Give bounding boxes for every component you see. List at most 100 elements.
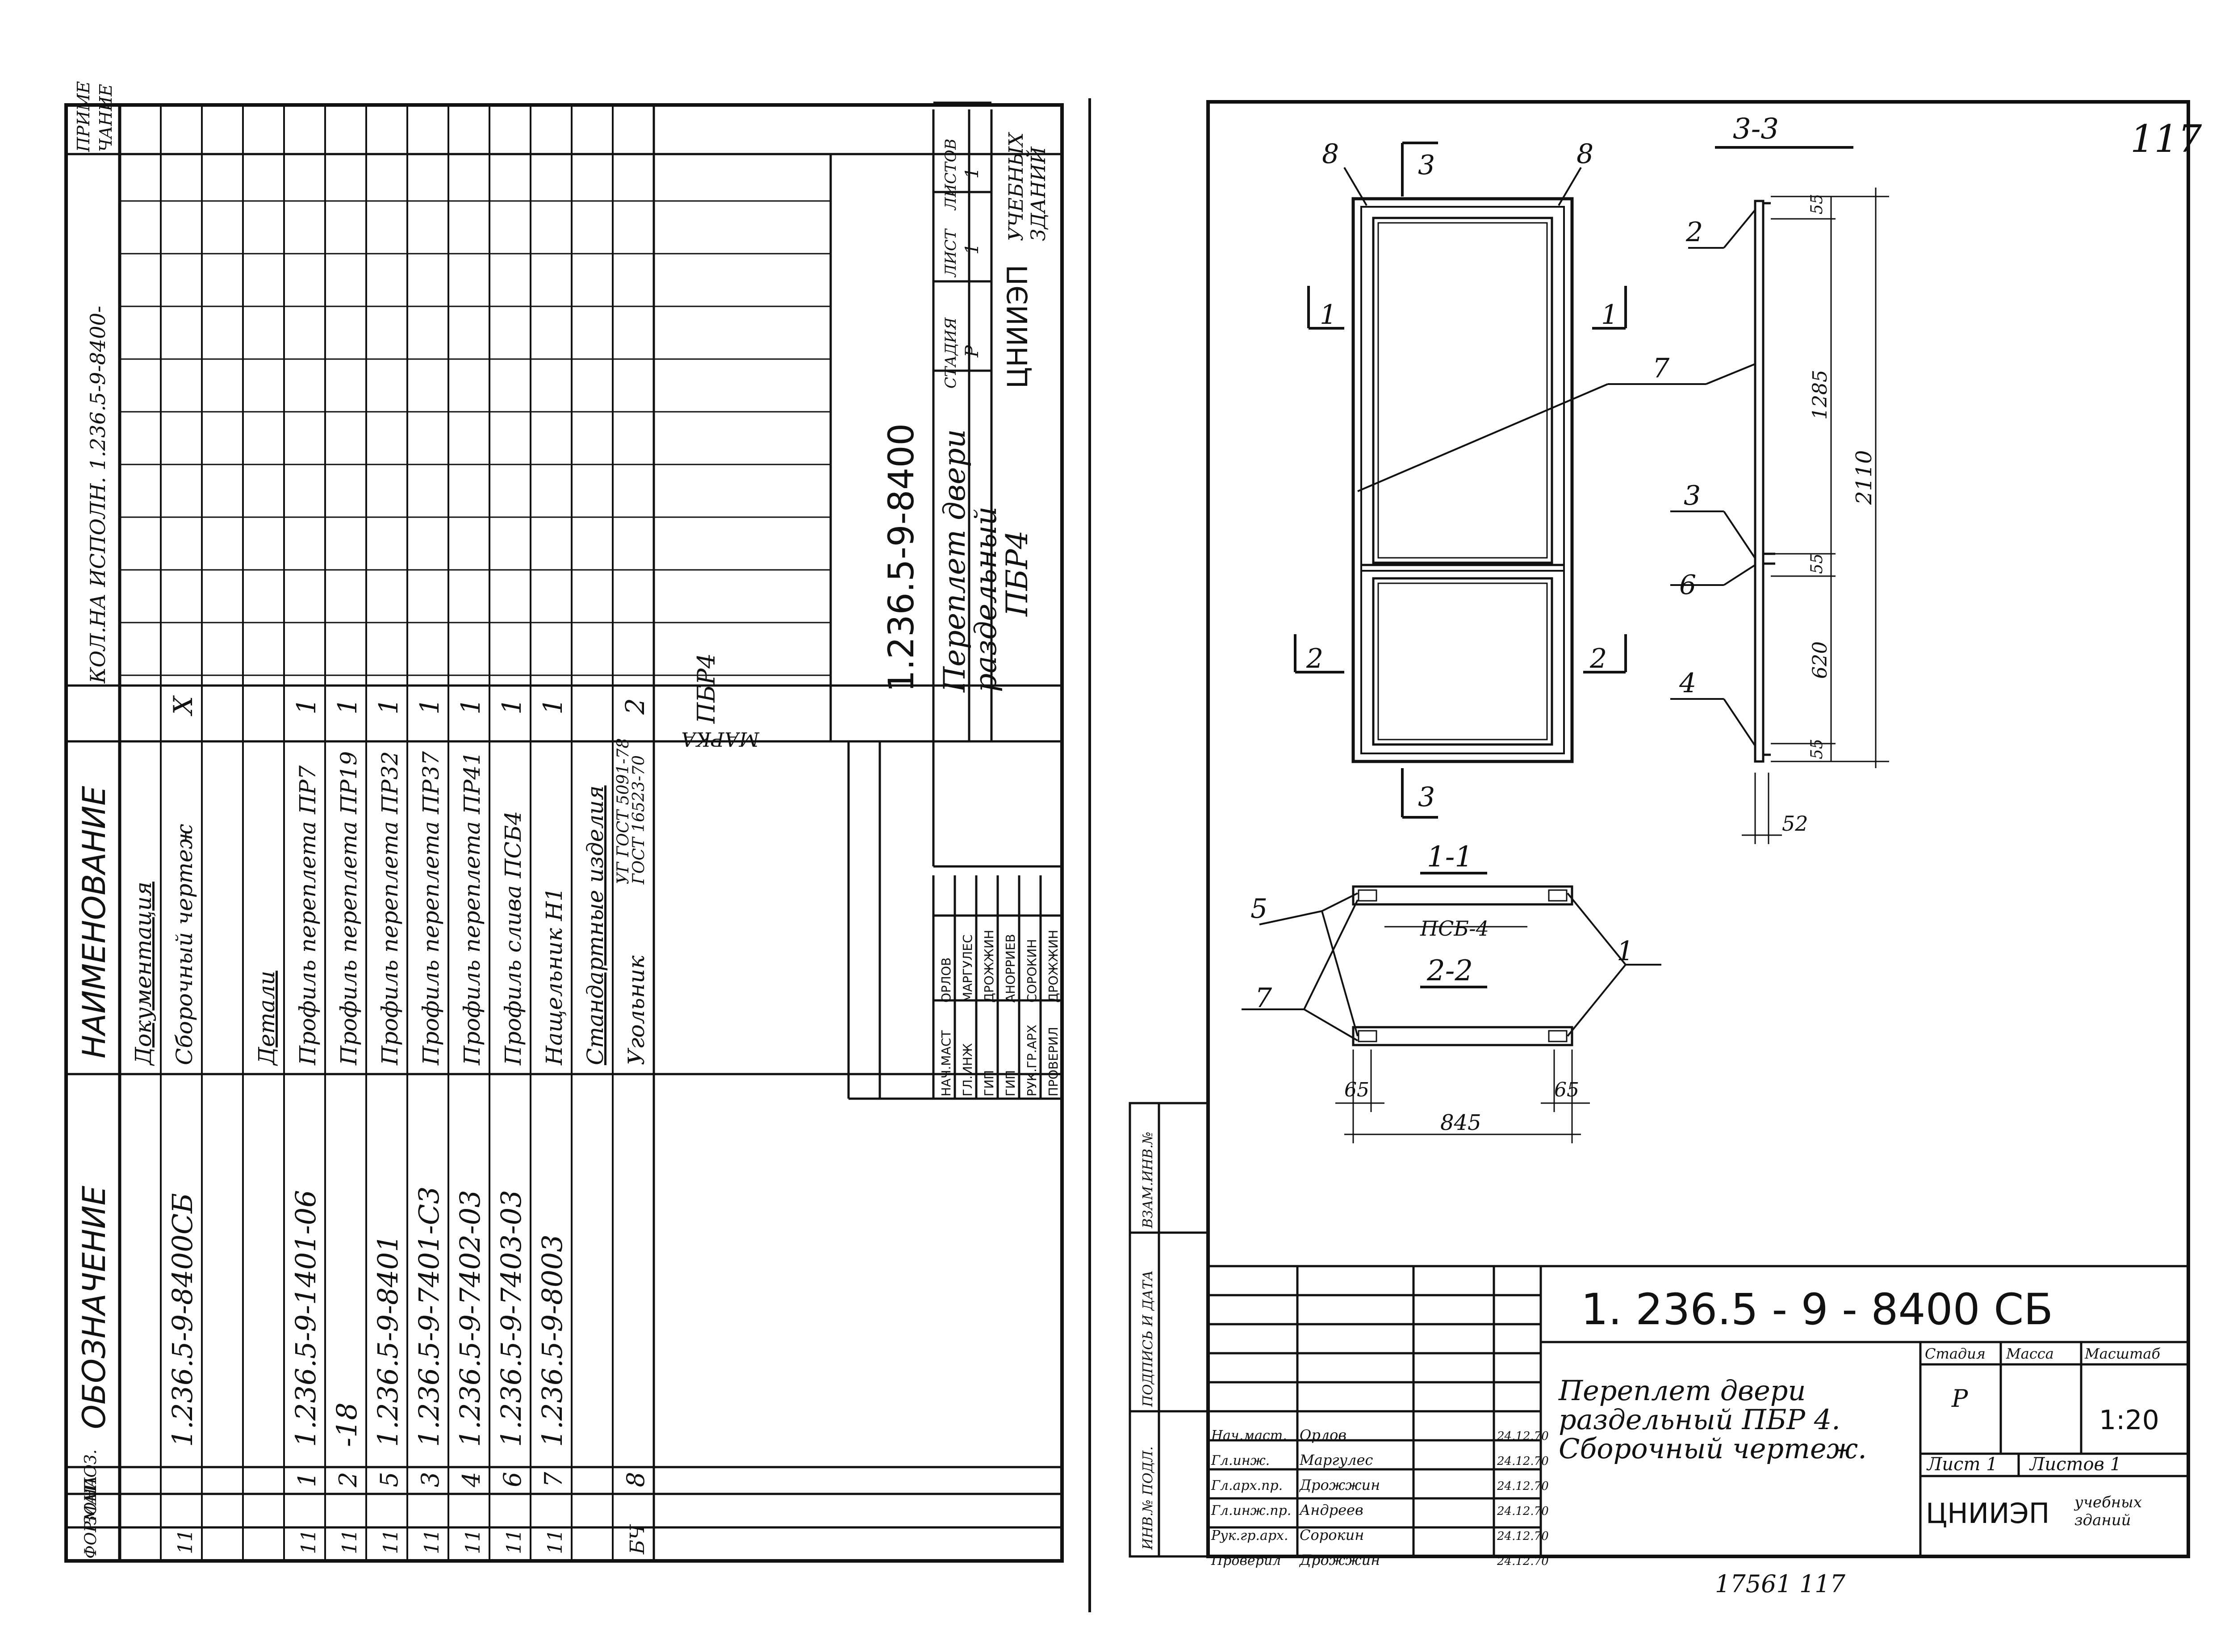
row-name: Стандартные изделия [582, 786, 608, 1065]
tb-person-date: 24.12.70 [1497, 1455, 1549, 1468]
callout-2: 2 [1685, 217, 1703, 248]
row-qty: 1 [332, 698, 363, 715]
row-format: 11 [380, 1529, 402, 1554]
tb-person-name: Сорокин [1300, 1527, 1364, 1543]
side-stamp-inv-repl: ВЗАМ.ИНВ.№ [1140, 1132, 1156, 1229]
row-qty: 1 [414, 698, 445, 715]
section-3-3 [1670, 146, 1889, 844]
header-designation: ОБОЗНАЧЕНИЕ [76, 1185, 113, 1429]
row-pos: 2 [334, 1472, 362, 1488]
row-pos: 3 [416, 1472, 444, 1487]
spec-stage: Р [962, 345, 983, 358]
title-mass-label: Масса [2006, 1345, 2054, 1362]
callout-7-sections: 7 [1255, 983, 1272, 1014]
tb-person-date: 24.12.70 [1497, 1530, 1549, 1543]
callout-1: 1 [1617, 936, 1634, 967]
row-pos: 8 [622, 1472, 650, 1487]
title-org-2: учебных [2074, 1493, 2142, 1511]
tb-person-role: Гл.инж.пр. [1211, 1503, 1291, 1518]
title-org-3: зданий [2074, 1511, 2131, 1529]
row-designation: -18 [330, 1402, 363, 1447]
row-name: Профиль переплета ПР19 [336, 751, 362, 1066]
header-note-1: ПРИМЕ [74, 81, 93, 152]
callout-3: 3 [1684, 480, 1701, 511]
row-name: Угольник [623, 955, 649, 1065]
row-name: Профиль переплета ПР37 [418, 751, 444, 1066]
title-line-2: раздельный ПБР 4. [1559, 1403, 1840, 1436]
row-format: 11 [297, 1529, 320, 1554]
dim-55-top: 55 [1808, 194, 1826, 214]
section-title-1-1: 1-1 [1427, 841, 1473, 874]
row-name-3: ГОСТ 16523-70 [630, 755, 648, 885]
row-format: 11 [462, 1529, 485, 1554]
row-qty: 1 [456, 698, 486, 715]
row-designation: 1.236.5-9-8401 [372, 1234, 404, 1447]
row-name-2: УГ ГОСТ 5091-78 [614, 738, 632, 884]
tb-person-date: 24.12.70 [1497, 1480, 1549, 1493]
row-pos: 1 [293, 1472, 321, 1487]
row-format: БЧ [626, 1524, 649, 1555]
title-line-1: Переплет двери [1558, 1374, 1806, 1407]
row-designation: 1.236.5-9-8400СБ [166, 1193, 199, 1447]
spec-org-2: УЧЕБНЫХ [1005, 132, 1028, 241]
marka-label: МАРКА [681, 728, 760, 750]
spec-sheets: 1 [962, 167, 983, 179]
spec-org-3: ЗДАНИЙ [1025, 146, 1050, 241]
tb-person-name: Дрожжин [1299, 1476, 1380, 1493]
spec-sheets-label: ЛИСТОВ [942, 138, 960, 211]
section-title-3-3: 3-3 [1733, 113, 1779, 146]
tb-person-name: Орлов [1300, 1426, 1346, 1443]
title-block-code: 1. 236.5 - 9 - 8400 СБ [1581, 1284, 2053, 1334]
page-number: 117 [2130, 117, 2202, 161]
tb-person-role: Гл.инж. [1211, 1453, 1270, 1468]
row-designation: 1.236.5-9-7403-03 [495, 1190, 527, 1447]
dim-845: 845 [1440, 1110, 1481, 1135]
title-stage: Р [1951, 1384, 1969, 1413]
spec-sheet: 1 [962, 243, 983, 255]
row-designation: 1.236.5-9-7402-03 [454, 1190, 486, 1447]
title-scale: 1:20 [2099, 1405, 2159, 1436]
callout-8-right: 8 [1576, 138, 1593, 170]
row-qty: 1 [538, 698, 568, 715]
spec-code: 1.236.5-9-8400 [882, 423, 922, 692]
spec-person-role: ПРОВЕРИЛ [1046, 1027, 1061, 1096]
spec-title-block [847, 101, 1063, 1100]
side-stamp-sign-date: ПОДПИСЬ И ДАТА [1140, 1270, 1156, 1407]
spec-org-1: ЦНИИЭП [1001, 265, 1034, 389]
tb-person-name: Андреев [1299, 1501, 1363, 1518]
header-qty: КОЛ.НА ИСПОЛН. 1.236.5-9-8400- [86, 306, 110, 684]
door-elevation [1294, 142, 1756, 819]
spec-person-role: ГИП [1003, 1070, 1018, 1096]
row-name: Профиль переплета ПР32 [377, 751, 403, 1066]
row-format: 11 [174, 1529, 197, 1554]
section-mark-1-left: 1 [1320, 299, 1337, 330]
row-designation: 1.236.5-9-1401-06 [289, 1190, 322, 1447]
bottom-number: 17561 117 [1715, 1570, 1846, 1598]
spec-person-role: ГЛ.ИНЖ [960, 1043, 975, 1096]
tb-person-role: Гл.арх.пр. [1211, 1478, 1283, 1493]
callout-4: 4 [1679, 668, 1696, 699]
title-sheet: Лист 1 [1926, 1454, 1998, 1475]
spec-person-name: ДРОЖЖИН [982, 930, 996, 1003]
spec-person-role: РУК.ГР.АРХ [1025, 1025, 1039, 1096]
row-name: Профиль слива ПСБ4 [500, 811, 526, 1066]
tb-person-role: Рук.гр.арх. [1211, 1528, 1288, 1543]
row-designation: 1.236.5-9-7401-С3 [413, 1186, 445, 1447]
header-zone: ЗОНА [82, 1476, 100, 1525]
tb-person-date: 24.12.70 [1497, 1430, 1549, 1443]
dim-1285: 1285 [1809, 370, 1832, 420]
header-pos: ПОЗ. [82, 1449, 100, 1492]
row-format: 11 [339, 1529, 361, 1554]
section-mark-1-right: 1 [1601, 299, 1618, 330]
marka-value: ПБР4 [692, 653, 720, 724]
row-format: 11 [544, 1529, 567, 1554]
spec-title-2: раздельный [969, 506, 1003, 692]
spec-title-3: ПБР4 [1000, 531, 1034, 617]
row-pos: 6 [498, 1472, 527, 1487]
row-name: Профиль переплета ПР41 [459, 751, 485, 1066]
drawing-text: 117 8 8 3 3 1 1 2 2 7 3-3 2 3 6 4 55 128… [1140, 113, 2202, 1598]
title-org-1: ЦНИИЭП [1926, 1497, 2049, 1530]
callout-6: 6 [1679, 569, 1696, 601]
